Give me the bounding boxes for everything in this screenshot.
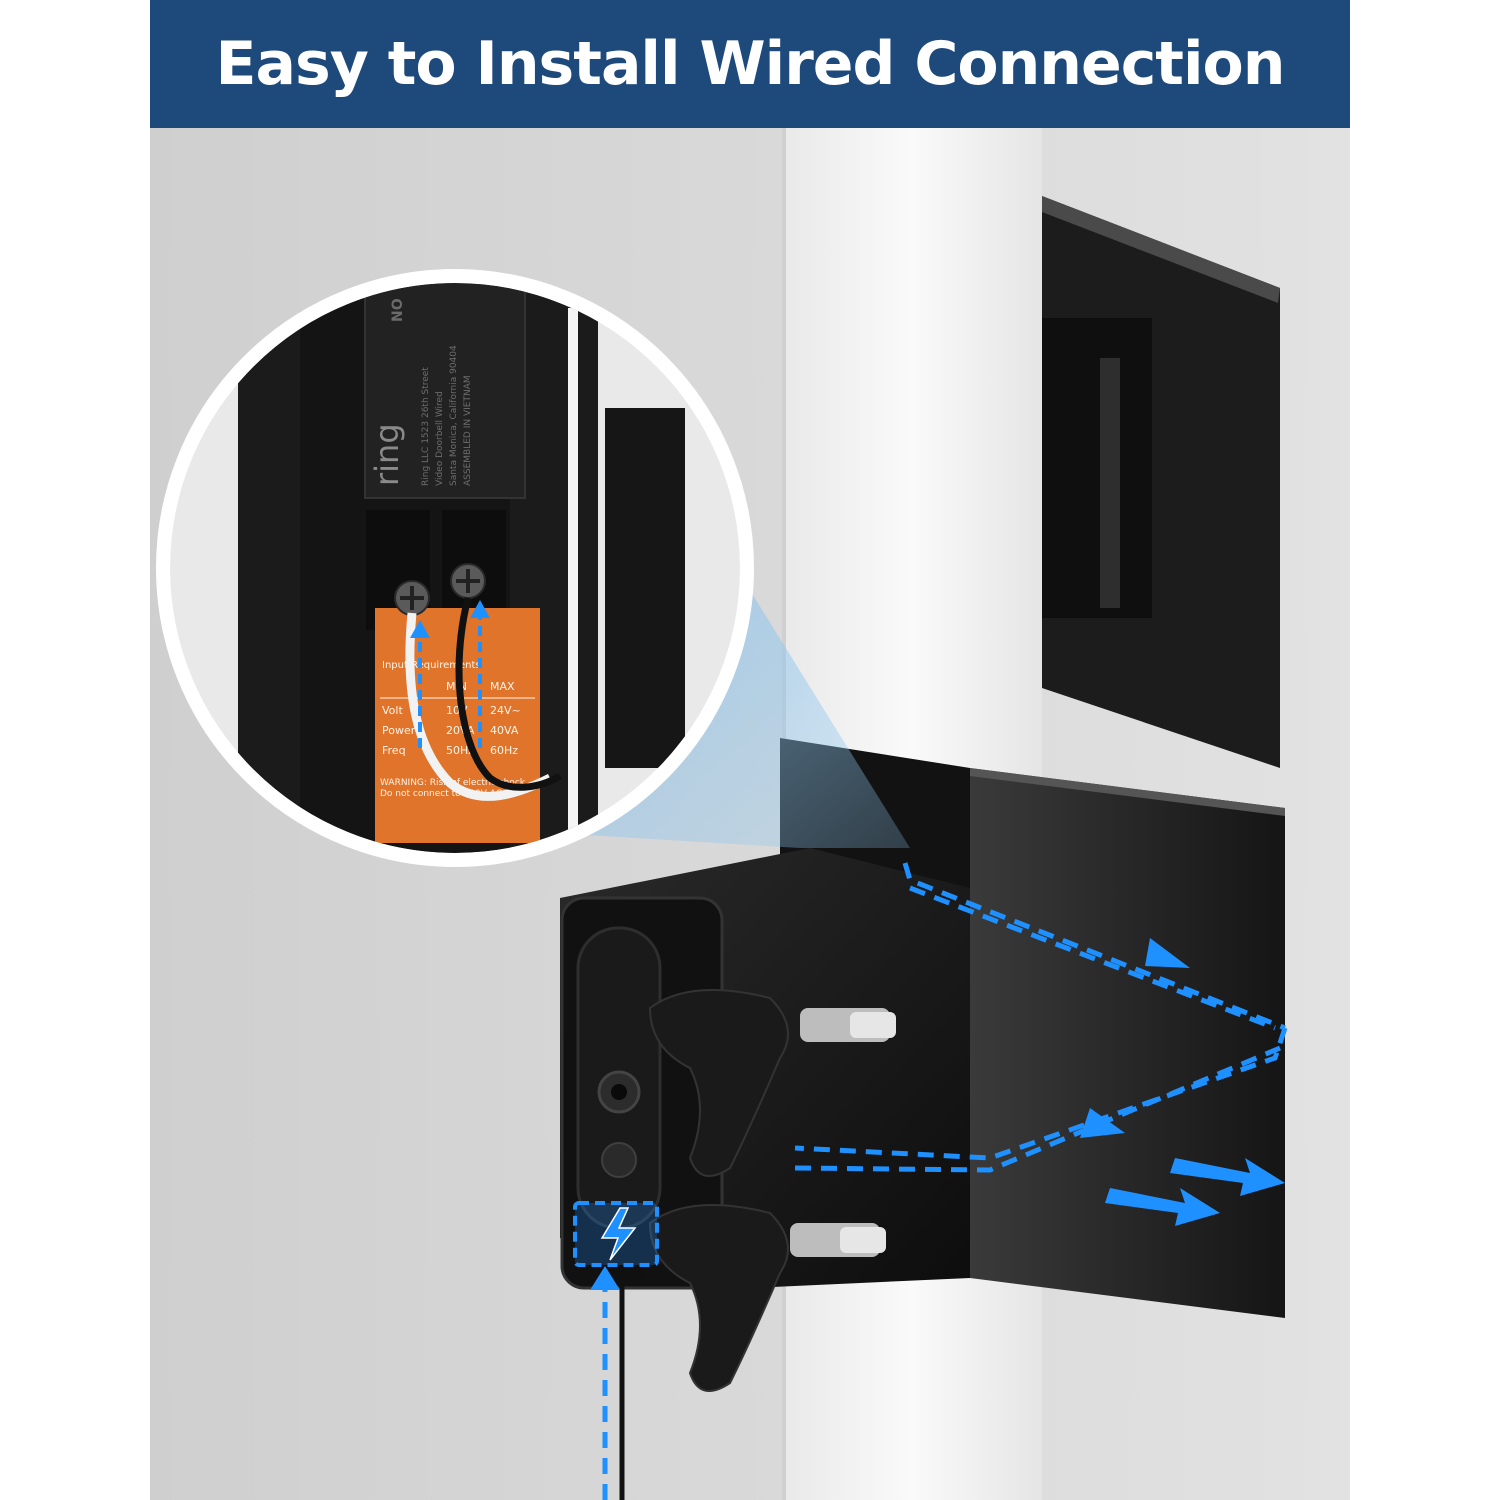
product-scene: ring Ring LLC 1523 26th Street Video Doo… — [150, 128, 1350, 1500]
wire-path-arrows — [418, 613, 482, 748]
title-banner: Easy to Install Wired Connection — [150, 0, 1350, 128]
label-row3-max: 60Hz — [490, 744, 518, 757]
terminal-screw-right — [450, 563, 486, 599]
label-row1: Volt — [382, 704, 403, 717]
wiring-path-arrows — [602, 862, 1288, 1500]
label-row2-max: 40VA — [490, 724, 519, 737]
label-line-4: ASSEMBLED IN VIETNAM — [463, 375, 473, 486]
label-line-1: Ring LLC 1523 26th Street — [421, 367, 431, 486]
upper-housing — [1042, 196, 1280, 768]
push-arrows — [1105, 1158, 1285, 1226]
label-heading: Input Requirements — [382, 660, 481, 671]
zoom-inset: ring Ring LLC 1523 26th Street Video Doo… — [156, 269, 754, 867]
brand-text: ring — [368, 423, 406, 486]
label-line-3: Santa Monica, California 90404 — [449, 345, 459, 486]
side-text: NO — [390, 298, 406, 322]
banner-title: Easy to Install Wired Connection — [215, 29, 1286, 99]
power-cable — [598, 1238, 646, 1500]
lightning-bolt-icon — [573, 1201, 659, 1267]
label-col-max: MAX — [490, 680, 515, 693]
label-line-2: Video Doorbell Wired — [435, 391, 445, 486]
thumb-screw-lower — [648, 1204, 886, 1392]
thumb-screw-upper — [648, 989, 896, 1177]
label-row3-min: 50Hz — [446, 744, 474, 757]
terminal-screw-left — [394, 580, 430, 616]
label-row3: Freq — [382, 744, 406, 757]
label-row1-max: 24V~ — [490, 704, 521, 717]
installation-illustration: ring Ring LLC 1523 26th Street Video Doo… — [150, 128, 1350, 1500]
label-row2: Power — [382, 724, 416, 737]
direction-arrow-heads — [590, 938, 1190, 1290]
